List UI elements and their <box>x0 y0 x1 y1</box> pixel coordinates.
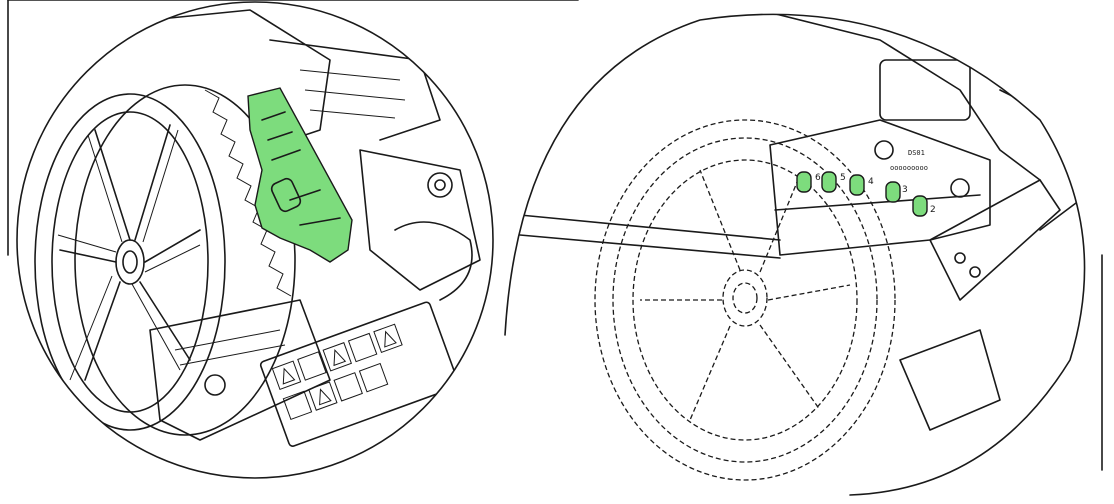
rear-housing <box>899 329 1001 431</box>
wheel-hub-dashed <box>722 269 768 327</box>
engine-housing <box>359 149 481 291</box>
height-label: 5 <box>840 173 846 183</box>
right-detail-outline <box>504 13 1086 496</box>
right-detail-view: DS01 ooooooooo 6 5 4 3 2 <box>504 13 1103 496</box>
lever-grip <box>270 177 302 213</box>
side-discharge-chute <box>149 299 331 441</box>
height-adjustment-lever <box>247 87 353 263</box>
axle-bar <box>519 214 781 259</box>
warning-label-plate <box>259 301 460 447</box>
height-slot <box>821 171 837 193</box>
wheel-outline-dashed <box>594 119 896 481</box>
deck-panel <box>269 39 441 141</box>
warning-icon <box>297 351 327 381</box>
left-detail-circle <box>16 1 494 479</box>
height-slot <box>885 181 901 203</box>
plate-text: DS01 <box>908 149 925 157</box>
height-slot <box>912 195 928 217</box>
left-detail-view <box>7 0 579 479</box>
height-slot <box>796 171 812 193</box>
warning-icon <box>333 372 363 402</box>
plate-bolt <box>874 140 894 160</box>
height-label: 3 <box>902 185 908 195</box>
warning-icon <box>347 332 378 363</box>
warning-icon <box>282 390 313 421</box>
height-label: 6 <box>815 173 821 183</box>
logo-mark <box>204 374 226 396</box>
bolt <box>427 172 453 198</box>
height-label: 2 <box>930 205 936 215</box>
warning-icon <box>271 360 302 390</box>
wheel-rim <box>34 93 226 431</box>
warning-icon <box>308 381 338 411</box>
warning-icon <box>322 342 353 372</box>
height-label: 4 <box>868 177 874 187</box>
height-adjustment-plate <box>769 119 991 256</box>
deck-vent <box>879 59 971 121</box>
plate-bolt <box>950 178 970 198</box>
warning-icon <box>358 362 389 393</box>
wheel-tread <box>74 84 296 436</box>
warning-icon <box>373 323 403 354</box>
side-bracket <box>929 179 1061 301</box>
svg-text:ooooooooo: ooooooooo <box>890 164 928 172</box>
wheel-hub <box>115 239 145 285</box>
height-slot <box>849 174 865 196</box>
